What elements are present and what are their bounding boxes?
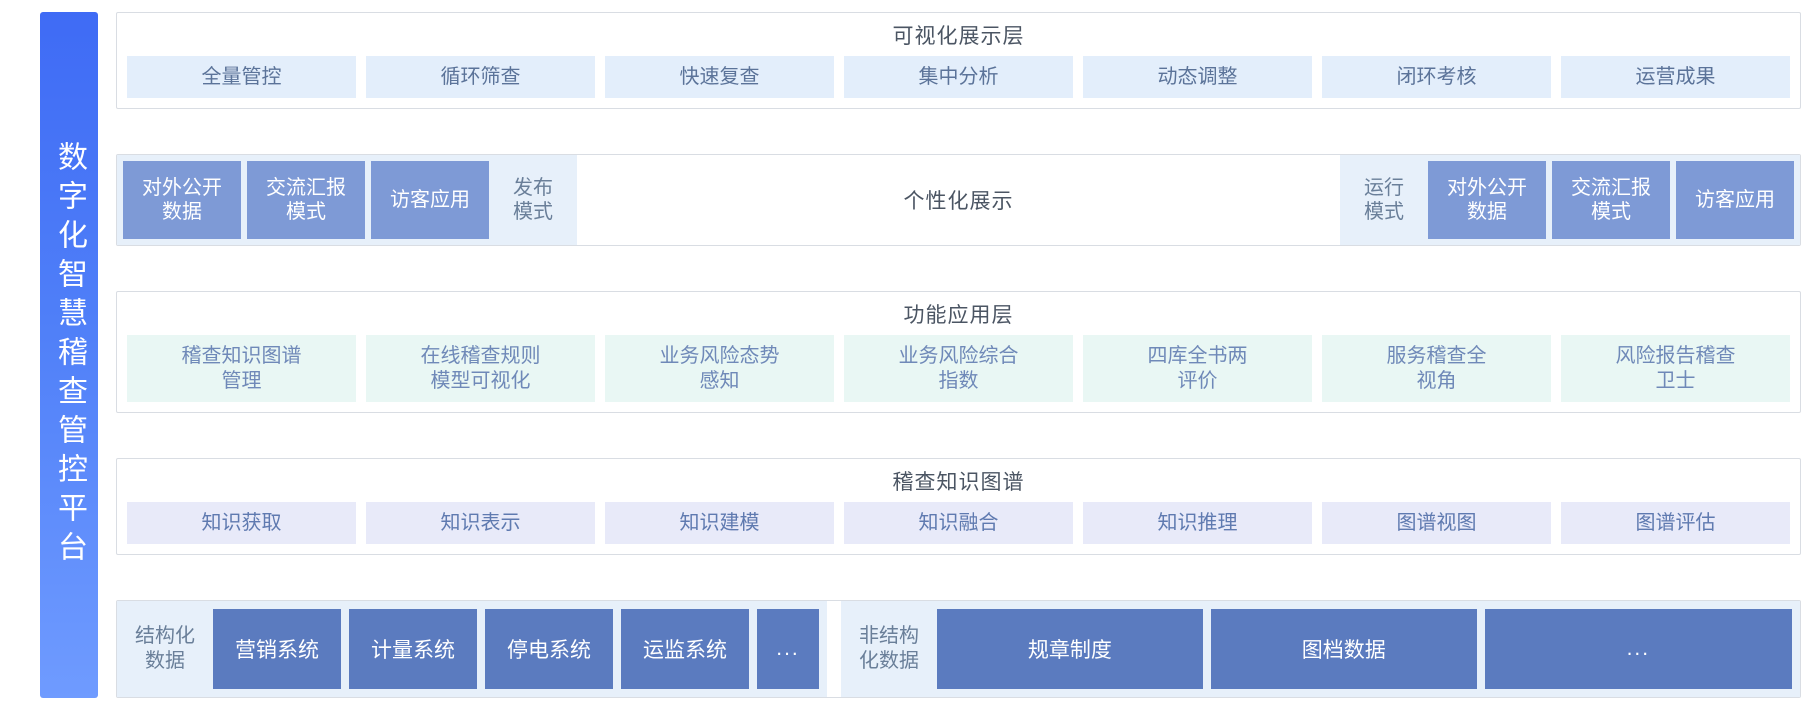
chip-visualization-4[interactable]: 动态调整 (1083, 56, 1312, 99)
chip-function-5[interactable]: 服务稽查全视角 (1322, 335, 1551, 402)
chip-visualization-0[interactable]: 全量管控 (127, 56, 356, 99)
chip-function-1[interactable]: 在线稽查规则模型可视化 (366, 335, 595, 402)
platform-title-bar: 数字化智慧稽查管控平台 (40, 12, 98, 698)
chip-knowledge-4[interactable]: 知识推理 (1083, 501, 1312, 545)
unstructured-data-item-1[interactable]: 图档数据 (1210, 609, 1477, 689)
chip-visualization-3[interactable]: 集中分析 (844, 56, 1073, 99)
chip-visualization-1[interactable]: 循环筛查 (366, 56, 595, 99)
layers-stack: 可视化展示层 全量管控 循环筛查 快速复查 集中分析 动态调整 闭环考核 运营成… (98, 0, 1815, 710)
personalized-left-item-2[interactable]: 访客应用 (371, 161, 489, 240)
layer-knowledge-graph-title: 稽查知识图谱 (892, 470, 1025, 494)
personalized-left-group: 对外公开数据 交流汇报模式 访客应用 发布模式 (117, 155, 577, 246)
layer-data-source: 结构化数据 营销系统 计量系统 停电系统 运监系统 ... 非结构化数据 规章制… (116, 600, 1801, 698)
chip-knowledge-3[interactable]: 知识融合 (844, 501, 1073, 545)
personalized-right-group: 运行模式 对外公开数据 交流汇报模式 访客应用 (1340, 155, 1800, 246)
layer-visualization-title: 可视化展示层 (892, 25, 1025, 48)
layer-knowledge-graph-chips: 知识获取 知识表示 知识建模 知识融合 知识推理 图谱视图 图谱评估 (117, 501, 1800, 554)
personalized-right-item-1[interactable]: 对外公开数据 (1428, 161, 1546, 240)
unstructured-data-item-more[interactable]: ... (1484, 609, 1792, 689)
chip-knowledge-0[interactable]: 知识获取 (127, 501, 356, 545)
structured-data-item-more[interactable]: ... (757, 609, 819, 689)
chip-function-6[interactable]: 风险报告稽查卫士 (1561, 335, 1790, 402)
chip-function-4[interactable]: 四库全书两评价 (1083, 335, 1312, 402)
chip-function-0[interactable]: 稽查知识图谱管理 (127, 335, 356, 402)
unstructured-data-item-0[interactable]: 规章制度 (937, 609, 1203, 689)
platform-title: 数字化智慧稽查管控平台 (53, 140, 86, 570)
personalized-left-item-1[interactable]: 交流汇报模式 (247, 161, 365, 240)
layer-visualization-chips: 全量管控 循环筛查 快速复查 集中分析 动态调整 闭环考核 运营成果 (117, 56, 1800, 108)
layer-personalized-display: 对外公开数据 交流汇报模式 访客应用 发布模式 个性化展示 运行模式 对外公开数… (116, 154, 1801, 247)
chip-visualization-5[interactable]: 闭环考核 (1322, 56, 1551, 99)
structured-data-item-1[interactable]: 计量系统 (349, 609, 477, 689)
unstructured-data-label: 非结构化数据 (859, 625, 919, 672)
layer-visualization: 可视化展示层 全量管控 循环筛查 快速复查 集中分析 动态调整 闭环考核 运营成… (116, 12, 1801, 110)
chip-knowledge-5[interactable]: 图谱视图 (1322, 501, 1551, 545)
personalized-left-item-3[interactable]: 发布模式 (513, 177, 553, 224)
chip-function-3[interactable]: 业务风险综合指数 (844, 335, 1073, 402)
structured-data-item-0[interactable]: 营销系统 (213, 609, 341, 689)
structured-data-label: 结构化数据 (135, 625, 195, 672)
structured-data-group: 结构化数据 营销系统 计量系统 停电系统 运监系统 ... (117, 601, 827, 697)
layer-personalized-display-title: 个性化展示 (577, 155, 1340, 246)
chip-visualization-6[interactable]: 运营成果 (1561, 56, 1790, 99)
structured-data-item-2[interactable]: 停电系统 (485, 609, 613, 689)
layer-function-application-chips: 稽查知识图谱管理 在线稽查规则模型可视化 业务风险态势感知 业务风险综合指数 四… (117, 335, 1800, 412)
chip-knowledge-1[interactable]: 知识表示 (366, 501, 595, 545)
personalized-right-item-0[interactable]: 运行模式 (1364, 177, 1404, 224)
unstructured-data-group: 非结构化数据 规章制度 图档数据 ... (841, 601, 1800, 697)
chip-function-2[interactable]: 业务风险态势感知 (605, 335, 834, 402)
layer-function-application: 功能应用层 稽查知识图谱管理 在线稽查规则模型可视化 业务风险态势感知 业务风险… (116, 291, 1801, 413)
personalized-left-item-0[interactable]: 对外公开数据 (123, 161, 241, 240)
structured-data-item-3[interactable]: 运监系统 (621, 609, 749, 689)
personalized-right-item-2[interactable]: 交流汇报模式 (1552, 161, 1670, 240)
layer-knowledge-graph: 稽查知识图谱 知识获取 知识表示 知识建模 知识融合 知识推理 图谱视图 图谱评… (116, 457, 1801, 556)
chip-knowledge-2[interactable]: 知识建模 (605, 501, 834, 545)
chip-visualization-2[interactable]: 快速复查 (605, 56, 834, 99)
chip-knowledge-6[interactable]: 图谱评估 (1561, 501, 1790, 545)
layer-function-application-title: 功能应用层 (903, 304, 1014, 328)
personalized-right-item-3[interactable]: 访客应用 (1676, 161, 1794, 240)
